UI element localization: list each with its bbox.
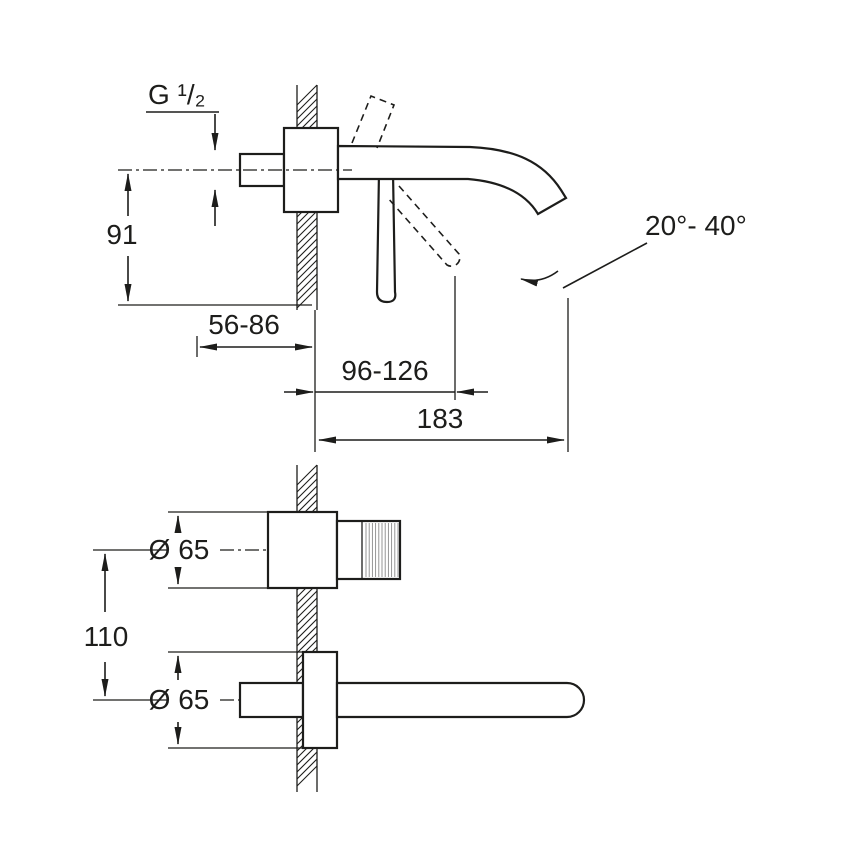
handle-position-up-dashed xyxy=(351,94,396,149)
depth-range-label: 56-86 xyxy=(208,309,280,340)
spacing-110-label: 110 xyxy=(84,621,129,652)
angle-leader xyxy=(562,242,648,289)
front-view: Ø 65 110 Ø 65 xyxy=(84,464,586,792)
side-view: G ¹/₂ 91 56-86 96-126 183 20°- 40° xyxy=(106,79,747,452)
handle-cylinder xyxy=(335,519,402,581)
spout-length-label: 183 xyxy=(417,403,464,434)
spout-front xyxy=(335,681,586,719)
bottom-escutcheon xyxy=(301,650,339,750)
top-escutcheon xyxy=(266,510,339,590)
spout-shank xyxy=(238,681,305,719)
top-diameter-label: Ø 65 xyxy=(149,534,210,565)
thread-size-label: G ¹/₂ xyxy=(148,79,206,110)
bottom-diameter-label: Ø 65 xyxy=(149,684,210,715)
spout-side xyxy=(336,144,568,216)
handle-position-swung-dashed xyxy=(386,185,461,267)
handle-lever xyxy=(375,170,397,304)
angle-range-label: 20°- 40° xyxy=(645,210,747,241)
reach-range-label: 96-126 xyxy=(341,355,428,386)
angle-arc-arrow xyxy=(520,270,559,287)
handle-knurl xyxy=(365,523,399,577)
height-91-label: 91 xyxy=(106,219,137,250)
